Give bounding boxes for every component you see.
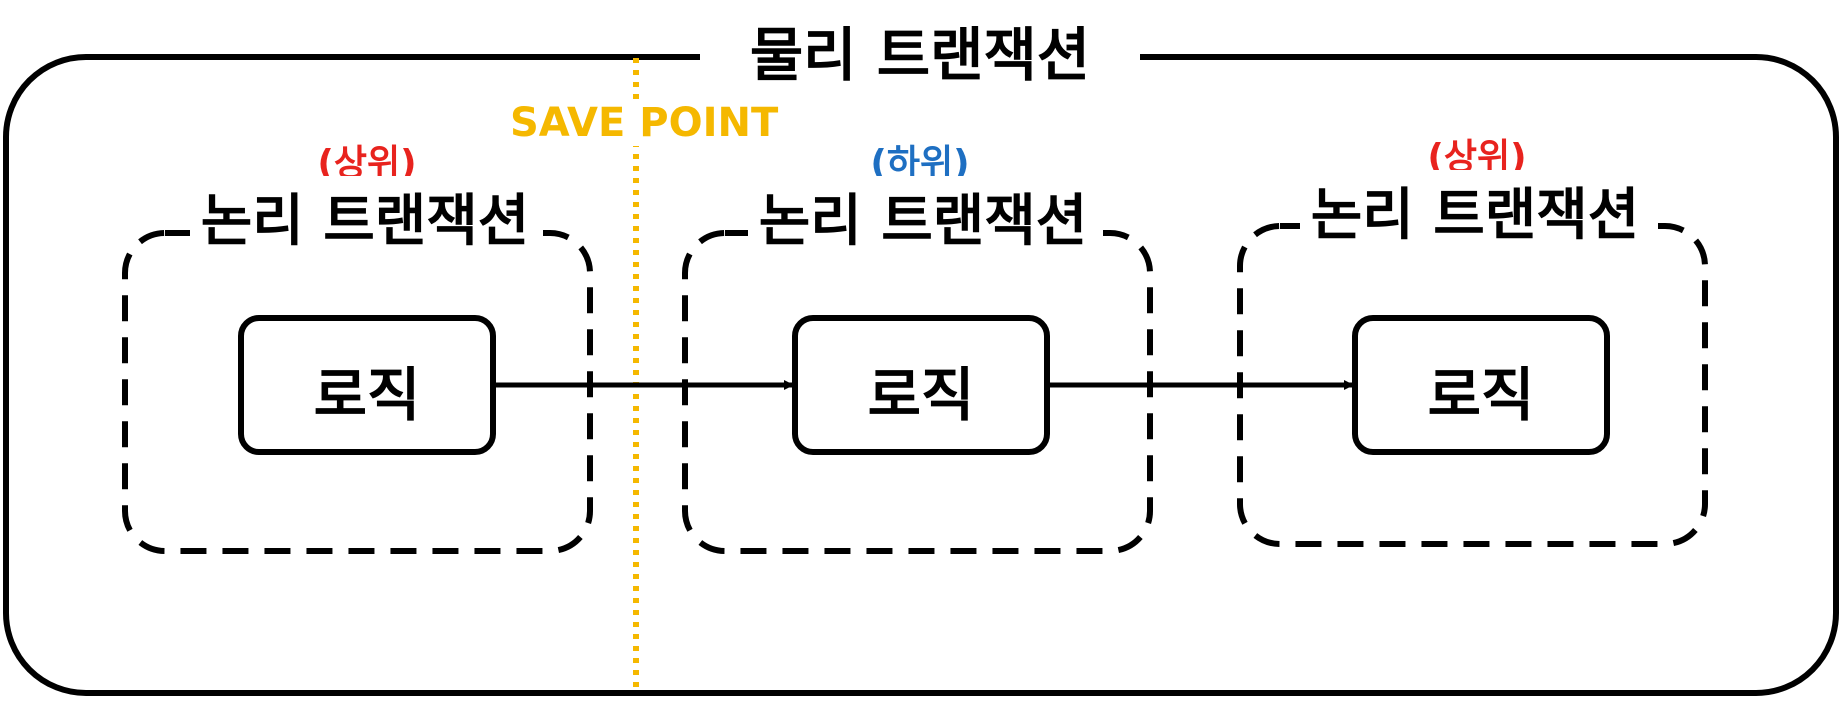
logical-transaction-title-2: 논리 트랜잭션 [748,176,1098,257]
logic-box-3 [1352,315,1610,455]
logic-label-3: 로직 [1427,361,1535,429]
logical-transaction-title-1: 논리 트랜잭션 [190,176,540,257]
physical-transaction-title: 물리 트랜잭션 [700,8,1140,92]
logic-label-2: 로직 [867,361,975,429]
save-point-label: SAVE POINT [510,100,779,146]
logical-transaction-title-3: 논리 트랜잭션 [1300,170,1650,251]
logic-label-1: 로직 [313,361,421,429]
